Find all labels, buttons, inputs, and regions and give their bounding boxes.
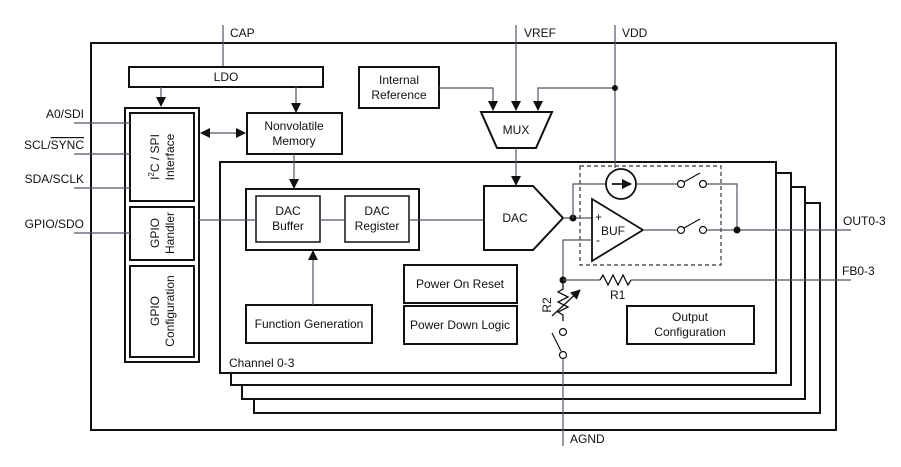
gpio-handler-label-1: GPIO [148,218,162,248]
output-stage-frame [579,165,722,266]
dac-buffer-label-1: DAC [275,204,301,218]
agnd-switch-blade [551,332,562,352]
a0-sdi-pin-label: A0/SDI [46,107,84,121]
power-down-logic-label: Power Down Logic [410,318,510,332]
agnd-switch-contact-b [558,350,568,360]
agnd-pin-label: AGND [570,432,605,446]
vdd-pin-label: VDD [622,26,648,40]
vdd-junction-dot [612,85,618,91]
interface-label-2: Interface [163,133,177,180]
gpio-configuration-block [129,265,195,358]
vref-pin-label: VREF [524,26,556,40]
dac-block [483,185,565,251]
dac-label: DAC [502,211,528,225]
fb-pin-label: FB0-3 [842,264,875,278]
switch-1-contact-b [698,179,708,189]
gpio-configuration-label-2: Configuration [163,275,177,346]
dac-register-block [344,195,410,243]
nonvolatile-memory-label-1: Nonvolatile [264,119,324,133]
agnd-switch-contact-a [558,327,568,337]
dac-register-label-1: DAC [364,204,390,218]
sda-sclk-pin-label: SDA/SCLK [25,172,84,186]
power-down-logic-block [403,305,518,345]
chip-boundary [90,42,837,431]
switch-1-contact-a [676,179,686,189]
nonvolatile-memory-block [246,112,343,155]
gpio-handler-block [129,206,195,261]
switch-2-contact-b [698,225,708,235]
gpio-configuration-label-1: GPIO [148,296,162,326]
output-junction-dot [733,226,741,234]
power-on-reset-label: Power On Reset [416,277,505,291]
nonvolatile-memory-label-2: Memory [272,134,315,148]
buf-amplifier [591,197,645,263]
dac-register-label-2: Register [355,219,400,233]
gpio-sdo-pin-label: GPIO/SDO [25,217,84,231]
buf-minus-label: - [596,233,600,247]
cap-pin-label: CAP [230,26,255,40]
r2-resistor [556,283,570,321]
mux-label: MUX [503,123,530,137]
ldo-label: LDO [214,70,239,84]
dac-buffer-label-2: Buffer [272,219,304,233]
switch-2-contact-a [676,225,686,235]
vdd-to-mux-wire [533,87,615,111]
function-generation-label: Function Generation [255,317,364,331]
output-configuration-block [626,305,755,345]
interface-label-1: I2C / SPI [147,134,162,180]
buf-minus-feedback-wire [562,239,592,280]
power-on-reset-block [403,264,518,304]
out-pin-label: OUT0-3 [843,214,886,228]
gpio-handler-label-2: Handler [163,212,177,254]
dac-to-current-source-wire [572,183,607,218]
i2c-spi-interface-block [129,112,195,202]
r1-label: R1 [610,288,626,302]
function-generation-block [245,304,373,344]
mux-block [479,111,554,149]
buf-label: BUF [601,224,625,238]
buf-plus-label: + [595,210,602,224]
switch-1-out-wire [707,183,738,230]
scl-sync-pin-label: SCL/SYNC [24,138,84,152]
dac-buffer-block [255,195,321,243]
internal-reference-label-1: Internal [379,73,419,87]
output-configuration-label-1: Output [672,310,709,324]
channel-label: Channel 0-3 [229,356,295,370]
r2-label: R2 [540,297,554,313]
internal-reference-label-2: Reference [371,88,427,102]
intref-to-mux-wire [439,87,498,111]
ldo-block [128,66,324,88]
output-configuration-label-2: Configuration [654,325,725,339]
switch-2-blade [683,218,701,229]
r1-resistor [599,273,632,287]
switch-1-blade [683,172,701,183]
r2-variable-arrow-icon [551,289,581,317]
